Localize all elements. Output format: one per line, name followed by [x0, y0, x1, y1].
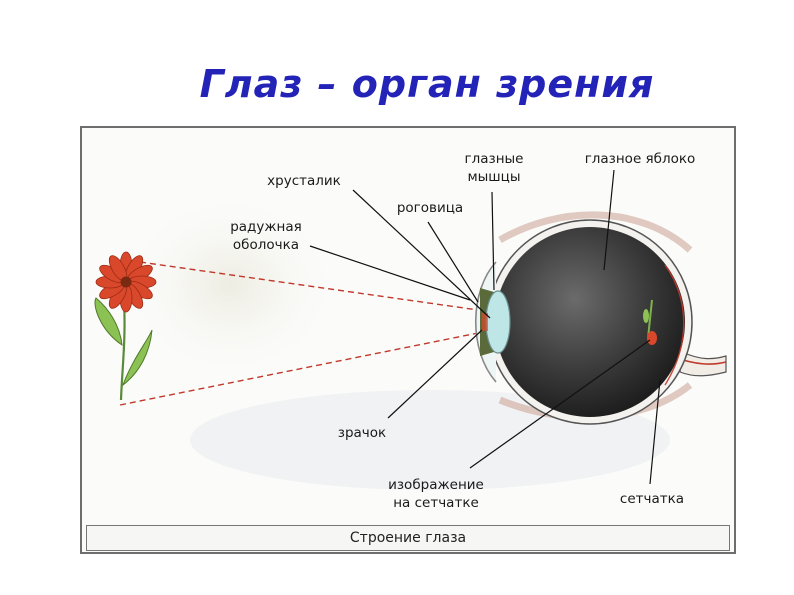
ray-top	[139, 261, 479, 311]
page-title: Глаз – орган зрения	[199, 62, 655, 106]
label-eye-muscles-2: мышцы	[467, 169, 520, 185]
leader-cornea	[427, 221, 479, 303]
retina-vessels	[664, 264, 685, 386]
flower-center	[120, 276, 132, 288]
leader-retina-image	[469, 339, 651, 469]
label-image-2: на сетчатке	[393, 495, 479, 511]
leader-eyeball	[603, 169, 615, 271]
label-iris-2: оболочка	[233, 237, 299, 253]
flower-leaf-right	[121, 329, 153, 387]
leader-crystalline-lens	[352, 189, 491, 319]
label-eye-muscles-1: глазные	[465, 151, 524, 167]
background-fog	[130, 200, 330, 370]
label-cornea: роговица	[397, 200, 463, 216]
ray-bottom	[119, 332, 479, 406]
retina-image	[643, 299, 657, 345]
crystalline-lens	[485, 290, 511, 354]
eyeball	[495, 227, 685, 417]
label-image-1: изображение	[388, 477, 484, 493]
flower-object	[94, 251, 157, 401]
leader-lines	[309, 169, 661, 485]
flower-stem	[119, 299, 126, 401]
label-crystalline-lens: хрусталик	[267, 173, 341, 189]
flower-head	[95, 251, 157, 313]
label-eyeball: глазное яблоко	[585, 151, 696, 167]
leader-retina	[649, 379, 661, 485]
pupil	[482, 313, 488, 331]
diagram-caption: Строение глаза	[349, 530, 467, 546]
leader-iris	[309, 245, 471, 301]
label-pupil: зрачок	[338, 425, 386, 441]
label-iris-1: радужная	[230, 219, 302, 235]
leader-pupil	[387, 329, 483, 419]
label-retina: сетчатка	[620, 491, 684, 507]
leader-eye-muscles	[491, 191, 495, 291]
flower-leaf-left	[94, 297, 123, 347]
caption-bar: Строение глаза	[86, 525, 730, 551]
